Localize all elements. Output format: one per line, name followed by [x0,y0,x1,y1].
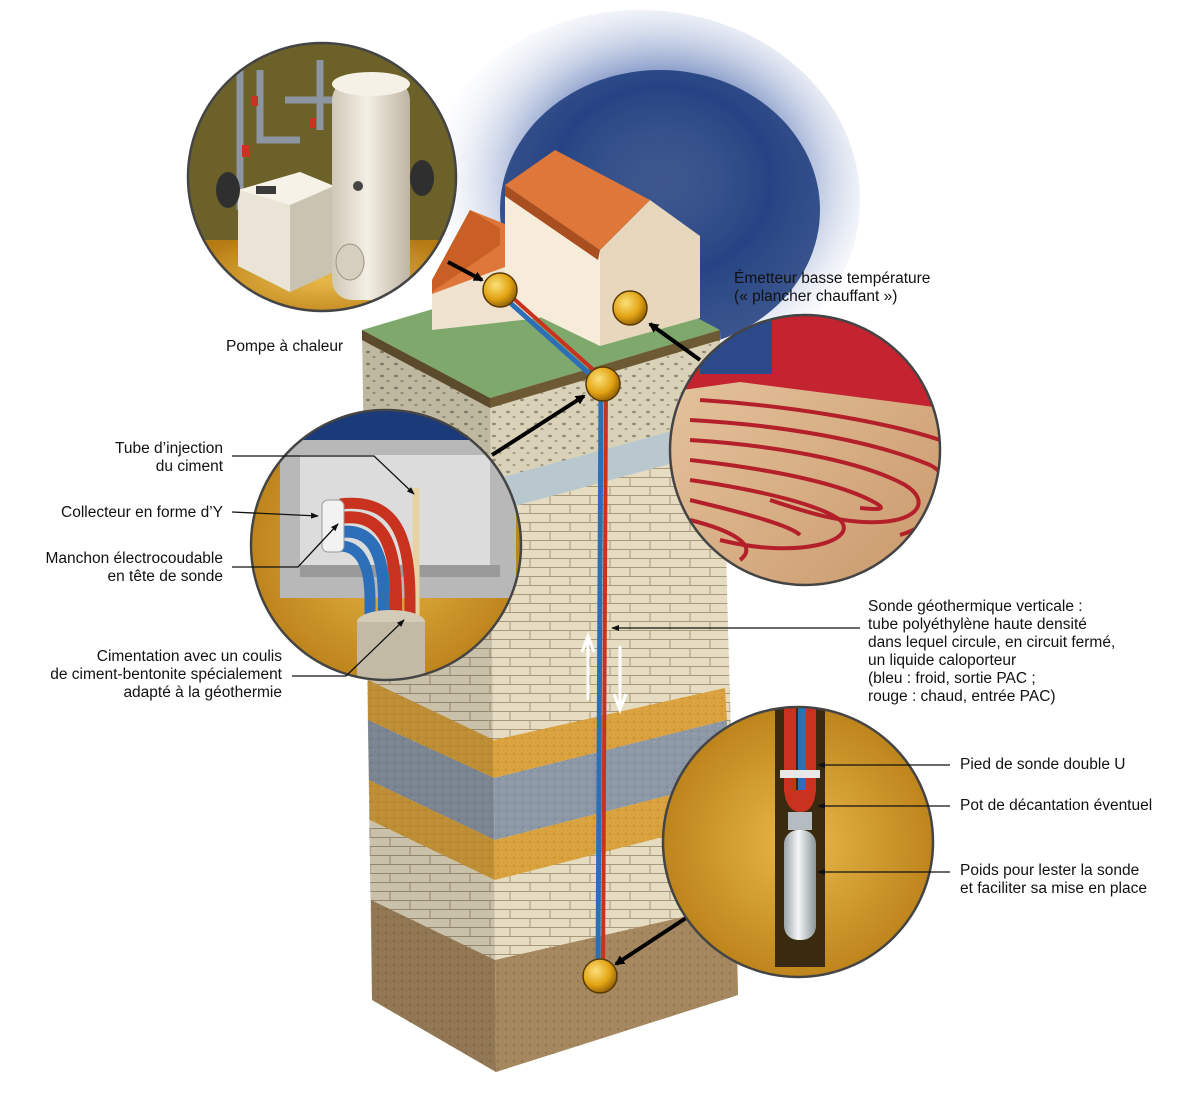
large-house-roof [505,150,650,250]
label-emetteur-line2: (« plancher chauffant ») [734,288,898,305]
label-emetteur-line1: Émetteur basse température [734,270,931,287]
label-cimentation: Cimentation avec un coulis de ciment-ben… [50,648,282,702]
marker-probe-head [585,366,621,402]
flow-arrow-down [612,646,628,715]
right-face-clay-band-2 [494,720,728,840]
arrow-floor-heating [648,322,702,362]
right-face-base-soil [495,905,738,1072]
marker-heat-pump [482,272,518,308]
flow-arrow-up [580,631,596,700]
probe-horizontal-hot [502,288,609,384]
label-sonde: Sonde géothermique verticale : tube poly… [868,598,1115,706]
arrow-heat-pump [447,260,484,282]
label-manchon-line2: en tête de sonde [107,568,224,585]
label-poids-line1: Poids pour lester la sonde [960,862,1140,879]
marker-floor-heating [612,290,648,326]
arrow-probe-foot [614,916,688,966]
heat-pump-icon [238,172,334,292]
label-sonde-line3: dans lequel circule, en circuit fermé, [868,634,1116,651]
large-house-side [505,185,600,346]
label-collecteur: Collecteur en forme d’Y [61,504,223,521]
left-face-sand-band-2 [369,780,495,880]
label-tube-injection: Tube d’injection du ciment [115,440,223,476]
label-sonde-line5: (bleu : froid, sortie PAC ; [868,670,1036,687]
label-sonde-line2: tube polyéthylène haute densité [868,616,1087,633]
label-sonde-line1: Sonde géothermique verticale : [868,598,1083,615]
label-poids: Poids pour lester la sonde et faciliter … [960,862,1147,898]
large-house-roof-shade [505,185,600,260]
arrow-probe-head [490,394,586,457]
label-pompe-a-chaleur: Pompe à chaleur [226,338,344,355]
probe-foot-inset [661,705,935,979]
label-tube-injection-line1: Tube d’injection [115,440,223,457]
vertical-probe [496,288,628,976]
probe-hot-line [601,383,608,976]
probe-cold-line [595,383,604,976]
leader-collecteur [231,511,319,519]
label-sonde-line4: un liquide caloporteur [868,652,1017,669]
floor-heating-icon [689,398,940,562]
label-sonde-line6: rouge : chaud, entrée PAC) [868,688,1056,705]
right-face-sand-band [494,688,727,778]
label-poids-line2: et faciliter sa mise en place [960,880,1147,897]
label-pied-de-sonde: Pied de sonde double U [960,756,1126,773]
leader-cimentation [292,619,405,677]
label-manchon-line1: Manchon électrocoudable [45,550,223,567]
heat-pump-inset [186,41,458,313]
label-pot-decantation: Pot de décantation éventuel [960,797,1153,814]
probe-weight-icon [784,830,816,940]
marker-probe-foot [582,958,618,994]
leader-manchon [232,523,339,568]
floor-heating-inset [668,313,942,587]
label-cimentation-line1: Cimentation avec un coulis [96,648,282,665]
accumulator-right [410,160,434,196]
label-emetteur: Émetteur basse température (« plancher c… [734,270,930,306]
left-face-clay-band [368,720,495,840]
grass-edge [362,330,490,408]
leader-lines [231,455,950,875]
accumulator-left [216,172,240,208]
label-cimentation-line3: adapté à la géothermie [123,684,282,701]
left-face-base-soil [371,900,496,1072]
small-house-gable [432,210,500,292]
hot-water-tank-icon [332,72,410,300]
left-face-sand-band [368,680,494,778]
label-cimentation-line2: de ciment-bentonite spécialement [50,666,282,683]
label-manchon: Manchon électrocoudable en tête de sonde [45,550,223,586]
label-tube-injection-line2: du ciment [155,458,223,475]
probe-horizontal-cold [496,290,603,386]
leader-tube-injection [232,455,415,495]
